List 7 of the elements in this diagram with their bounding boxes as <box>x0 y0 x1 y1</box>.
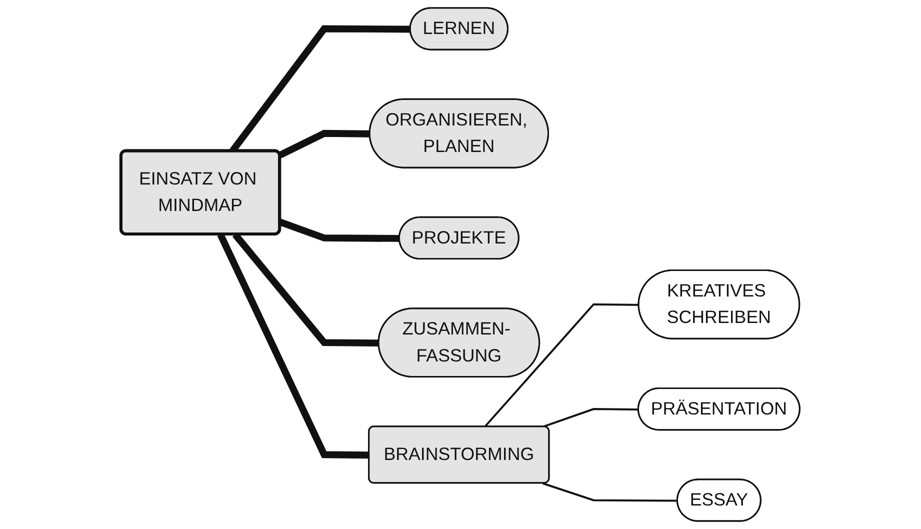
connector <box>279 218 400 242</box>
connector <box>217 233 370 459</box>
connector <box>278 130 370 158</box>
connector <box>542 408 639 428</box>
connector <box>542 482 678 502</box>
mindmap-diagram: EINSATZ VON MINDMAP LERNEN ORGANISIEREN, PLANEN PROJEKTE ZUSAMMEN- FASSUNG BRAINSTORMING KREATIVES SCHREIBEN PRÄSENTATION ESSAY <box>113 0 808 529</box>
connector <box>484 303 640 428</box>
